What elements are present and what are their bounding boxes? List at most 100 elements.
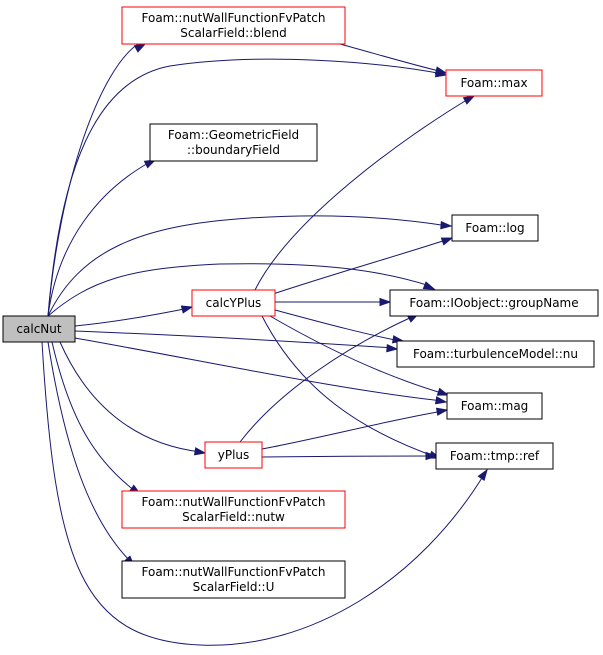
node-calcYPlus[interactable]: calcYPlus bbox=[191, 289, 276, 317]
edge-calcYPlus-to-groupName bbox=[275, 297, 392, 307]
node-box bbox=[446, 392, 543, 420]
edge-line bbox=[74, 307, 190, 327]
arrowhead bbox=[379, 297, 392, 307]
node-mag[interactable]: Foam::mag bbox=[446, 392, 543, 420]
edge-line bbox=[269, 315, 446, 395]
arrowhead bbox=[133, 43, 147, 53]
node-label: Foam::IOobject::groupName bbox=[409, 296, 578, 310]
node-label: ScalarField::blend bbox=[180, 26, 287, 40]
arrowhead bbox=[462, 95, 476, 105]
node-label: ::boundaryField bbox=[187, 143, 280, 157]
edge-calcNut-to-max bbox=[47, 58, 448, 317]
node-label: ScalarField::nutw bbox=[182, 510, 285, 524]
node-label: Foam::turbulenceModel::nu bbox=[413, 347, 578, 361]
edge-line bbox=[47, 215, 449, 317]
node-label: Foam::tmp::ref bbox=[450, 449, 540, 463]
edge-calcNut-to-nutw bbox=[51, 341, 142, 495]
node-ref[interactable]: Foam::tmp::ref bbox=[435, 442, 554, 470]
edge-line bbox=[74, 337, 444, 402]
edge-calcYPlus-to-max bbox=[254, 95, 476, 291]
edge-calcNut-to-boundaryField bbox=[47, 159, 157, 317]
node-box bbox=[445, 69, 543, 97]
arrowhead bbox=[425, 451, 438, 461]
node-calcNut[interactable]: calcNut bbox=[2, 315, 76, 343]
edge-calcNut-to-ref bbox=[41, 341, 488, 646]
edge-line bbox=[261, 315, 437, 458]
node-blend[interactable]: Foam::nutWallFunctionFvPatchScalarField:… bbox=[121, 6, 346, 45]
node-label: calcNut bbox=[16, 322, 61, 336]
edge-line bbox=[47, 161, 151, 317]
node-label: Foam::log bbox=[465, 221, 524, 235]
edge-line bbox=[74, 330, 394, 349]
edge-yPlus-to-groupName bbox=[239, 313, 420, 443]
edge-calcYPlus-to-nu bbox=[274, 309, 405, 344]
node-box bbox=[204, 441, 263, 469]
node-nutw[interactable]: Foam::nutWallFunctionFvPatchScalarField:… bbox=[121, 490, 346, 529]
node-box bbox=[389, 289, 599, 317]
node-box bbox=[121, 490, 346, 529]
node-label: yPlus bbox=[218, 448, 250, 462]
edge-calcYPlus-to-mag bbox=[269, 315, 450, 396]
edge-calcNut-to-yPlus bbox=[59, 341, 207, 456]
edge-line bbox=[269, 238, 450, 296]
node-label: Foam::nutWallFunctionFvPatch bbox=[142, 495, 326, 509]
nodes-layer: calcNutFoam::nutWallFunctionFvPatchScala… bbox=[2, 6, 599, 599]
node-box bbox=[435, 442, 554, 470]
edge-calcYPlus-to-ref bbox=[261, 315, 442, 459]
node-box bbox=[451, 214, 539, 242]
edges-layer bbox=[41, 43, 488, 646]
arrowhead bbox=[193, 447, 207, 456]
edge-yPlus-to-mag bbox=[261, 407, 449, 450]
node-label: Foam::nutWallFunctionFvPatch bbox=[142, 565, 326, 579]
edge-line bbox=[41, 341, 486, 646]
node-box bbox=[149, 123, 318, 162]
node-label: Foam::GeometricField bbox=[168, 128, 299, 142]
arrowhead bbox=[440, 220, 453, 230]
arrowhead bbox=[422, 281, 436, 290]
edge-yPlus-to-ref bbox=[261, 451, 438, 461]
edge-calcNut-to-nu bbox=[74, 330, 399, 353]
node-box bbox=[121, 6, 346, 45]
edge-calcNut-to-blend bbox=[47, 43, 147, 317]
node-U[interactable]: Foam::nutWallFunctionFvPatchScalarField:… bbox=[121, 560, 346, 599]
arrowhead bbox=[180, 305, 194, 314]
arrowhead bbox=[436, 387, 450, 396]
node-groupName[interactable]: Foam::IOobject::groupName bbox=[389, 289, 599, 317]
node-box bbox=[396, 340, 595, 368]
node-nu[interactable]: Foam::turbulenceModel::nu bbox=[396, 340, 595, 368]
edge-calcYPlus-to-log bbox=[269, 237, 454, 296]
edge-line bbox=[47, 263, 431, 317]
node-max[interactable]: Foam::max bbox=[445, 69, 543, 97]
node-label: Foam::max bbox=[460, 76, 527, 90]
node-boundaryField[interactable]: Foam::GeometricField::boundaryField bbox=[149, 123, 318, 162]
edge-line bbox=[261, 410, 444, 450]
edge-calcNut-to-groupName bbox=[47, 263, 436, 317]
edge-line bbox=[274, 309, 401, 342]
edge-line bbox=[239, 315, 415, 443]
edge-line bbox=[59, 341, 202, 453]
arrowhead bbox=[434, 66, 448, 75]
node-yPlus[interactable]: yPlus bbox=[204, 441, 263, 469]
node-label: Foam::nutWallFunctionFvPatch bbox=[142, 11, 326, 25]
edge-line bbox=[254, 97, 471, 291]
arrowhead bbox=[440, 237, 454, 246]
node-label: ScalarField::U bbox=[193, 580, 275, 594]
edge-line bbox=[47, 43, 139, 317]
edge-line bbox=[51, 341, 136, 492]
arrowhead bbox=[386, 343, 399, 353]
edge-calcNut-to-calcYPlus bbox=[74, 305, 194, 327]
arrowhead bbox=[434, 396, 448, 405]
edge-calcNut-to-log bbox=[47, 215, 453, 317]
edge-line bbox=[261, 455, 433, 458]
node-box bbox=[121, 560, 346, 599]
node-log[interactable]: Foam::log bbox=[451, 214, 539, 242]
node-box bbox=[191, 289, 276, 317]
node-label: calcYPlus bbox=[206, 296, 262, 310]
arrowhead bbox=[435, 407, 449, 416]
arrowhead bbox=[477, 468, 488, 482]
edge-blend-to-max bbox=[339, 43, 448, 75]
edge-calcNut-to-mag bbox=[74, 337, 448, 405]
edge-line bbox=[47, 58, 444, 317]
node-box bbox=[2, 315, 76, 343]
